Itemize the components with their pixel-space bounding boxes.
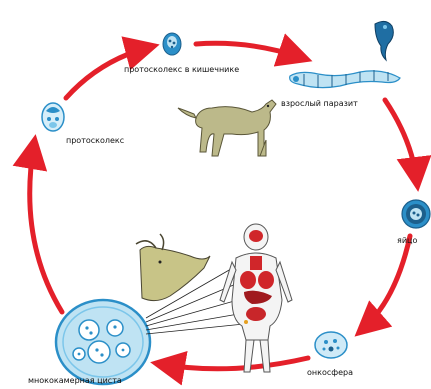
arrow-cyst-to-protoscolex [12,134,65,315]
human-anatomy-icon [219,223,293,373]
scolex-head-icon [374,20,394,62]
adult-parasite-icon [289,70,401,89]
label-multilocular-cyst: мнококамерная циста [28,376,122,385]
multilocular-cyst-icon [54,298,152,386]
arrow-egg-to-oncosphere [354,233,413,337]
label-protoscolex: протосколекс [66,136,125,145]
protoscolex-intestine-icon [162,32,182,56]
label-oncosphere: онкосфера [307,368,353,377]
label-egg: яйцо [397,236,418,245]
cow-head-icon [135,233,211,302]
label-protoscolex-intestine: протосколекс в кишечнике [124,65,240,74]
arrow-intestine-to-adult [193,33,313,67]
egg-icon [401,199,431,229]
label-adult-parasite: взрослый паразит [281,99,358,108]
oncosphere-icon [314,331,348,359]
arrow-oncosphere-to-cyst [150,350,311,386]
arrow-adult-to-egg [382,97,431,192]
protoscolex-icon [41,102,65,132]
dog-icon [177,99,277,157]
cycle-arrows [12,33,431,386]
arrow-protoscolex-to-intestine [63,36,160,101]
